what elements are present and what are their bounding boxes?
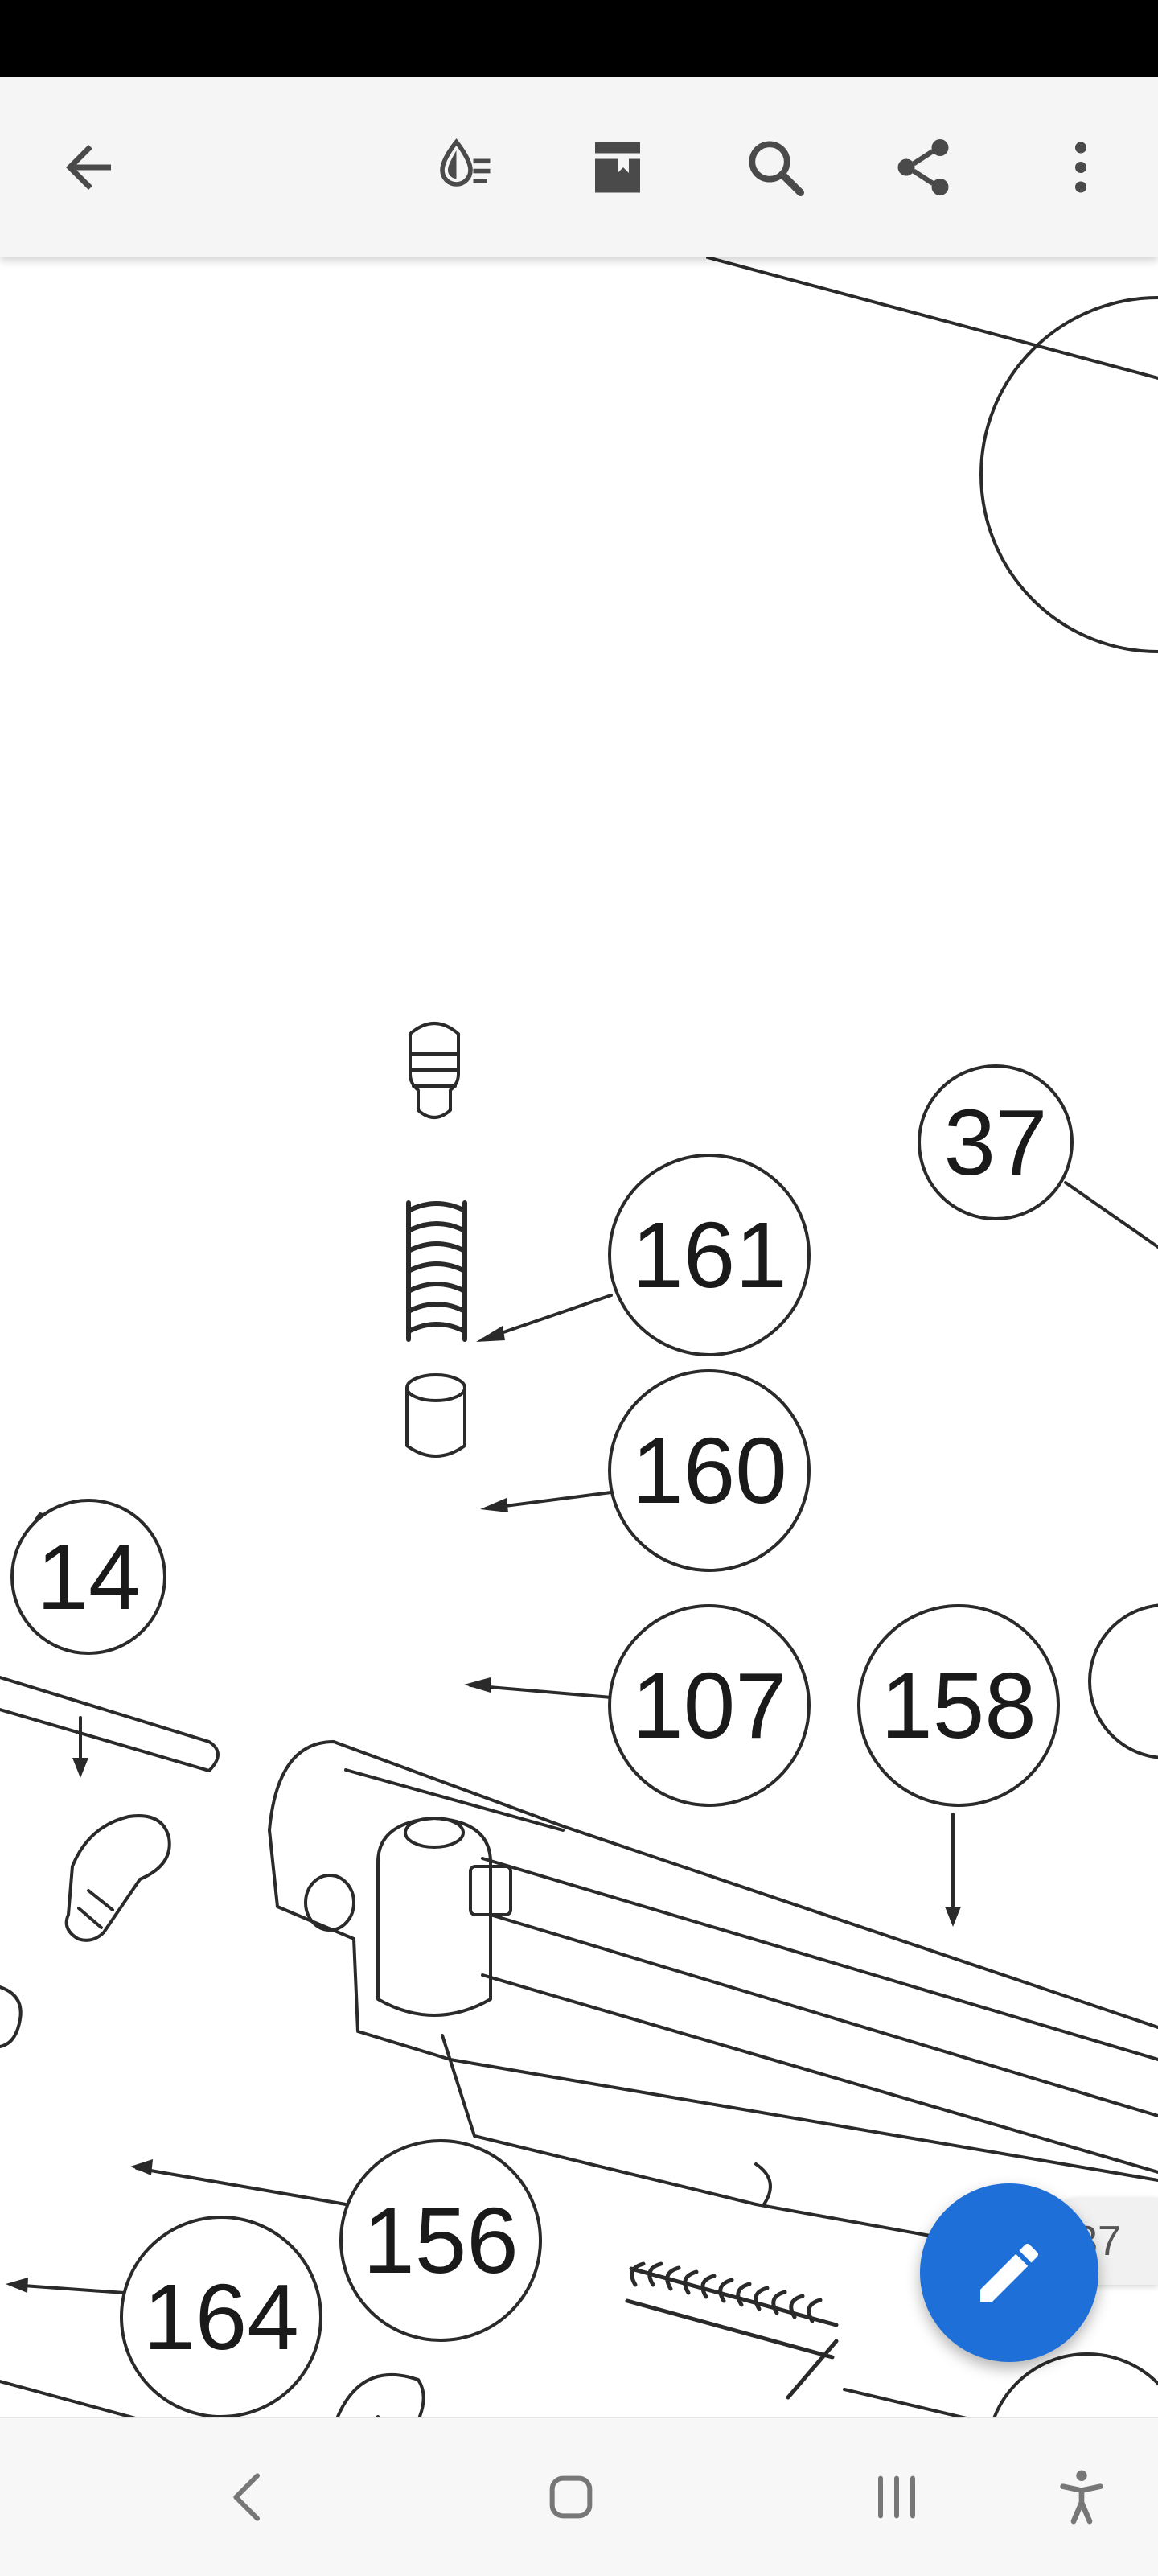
callout-107 <box>608 1604 811 1807</box>
callout-label-161: 161 <box>631 1203 787 1307</box>
nav-recents-button[interactable] <box>840 2449 953 2545</box>
callout-158 <box>857 1604 1060 1807</box>
back-button[interactable] <box>40 119 137 216</box>
callout-160 <box>608 1369 811 1572</box>
callout-label-14: 14 <box>36 1525 140 1629</box>
reading-mode-button[interactable] <box>417 119 513 216</box>
system-navigation-bar <box>0 2417 1158 2576</box>
callout-label-164: 164 <box>143 2265 299 2369</box>
callout-37 <box>918 1064 1074 1220</box>
accessibility-button[interactable] <box>1025 2449 1138 2545</box>
accessibility-icon <box>1060 2470 1103 2525</box>
callout-164 <box>120 2216 322 2417</box>
nav-back-icon <box>233 2473 260 2521</box>
callout-14 <box>10 1499 166 1655</box>
callout-label-158: 158 <box>881 1653 1037 1758</box>
nav-home-icon <box>549 2475 593 2519</box>
status-bar <box>0 0 1158 77</box>
nav-back-button[interactable] <box>193 2449 306 2545</box>
more-options-button[interactable] <box>1033 119 1129 216</box>
nav-home-button[interactable] <box>515 2449 627 2545</box>
share-button[interactable] <box>875 119 971 216</box>
document-page[interactable]: 161 160 107 158 14 37 156 164 163 37 <box>0 257 1158 2417</box>
callout-label-163: 163 <box>1009 2401 1158 2417</box>
callout-156 <box>339 2139 542 2342</box>
bookmark-icon <box>595 142 640 193</box>
edit-fab-button[interactable] <box>920 2183 1098 2362</box>
callout-label-37: 37 <box>943 1090 1047 1195</box>
callout-163 <box>992 2352 1158 2417</box>
parts-diagram: 161 160 107 158 14 37 156 164 163 <box>0 257 1158 2417</box>
pencil-icon <box>980 2243 1038 2302</box>
more-options-icon <box>1075 142 1086 193</box>
share-icon <box>897 139 949 195</box>
search-button[interactable] <box>727 119 823 216</box>
bookmark-button[interactable] <box>569 119 666 216</box>
top-toolbar <box>0 77 1158 257</box>
nav-recents-icon <box>878 2475 915 2519</box>
callout-161 <box>608 1154 811 1356</box>
callout-label-160: 160 <box>631 1418 787 1523</box>
callout-label-156: 156 <box>363 2188 519 2293</box>
reading-mode-icon <box>440 138 491 187</box>
callout-label-107: 107 <box>631 1653 787 1758</box>
callout-partial <box>1088 1603 1158 1759</box>
back-arrow-icon <box>66 145 111 190</box>
search-icon <box>749 141 805 197</box>
